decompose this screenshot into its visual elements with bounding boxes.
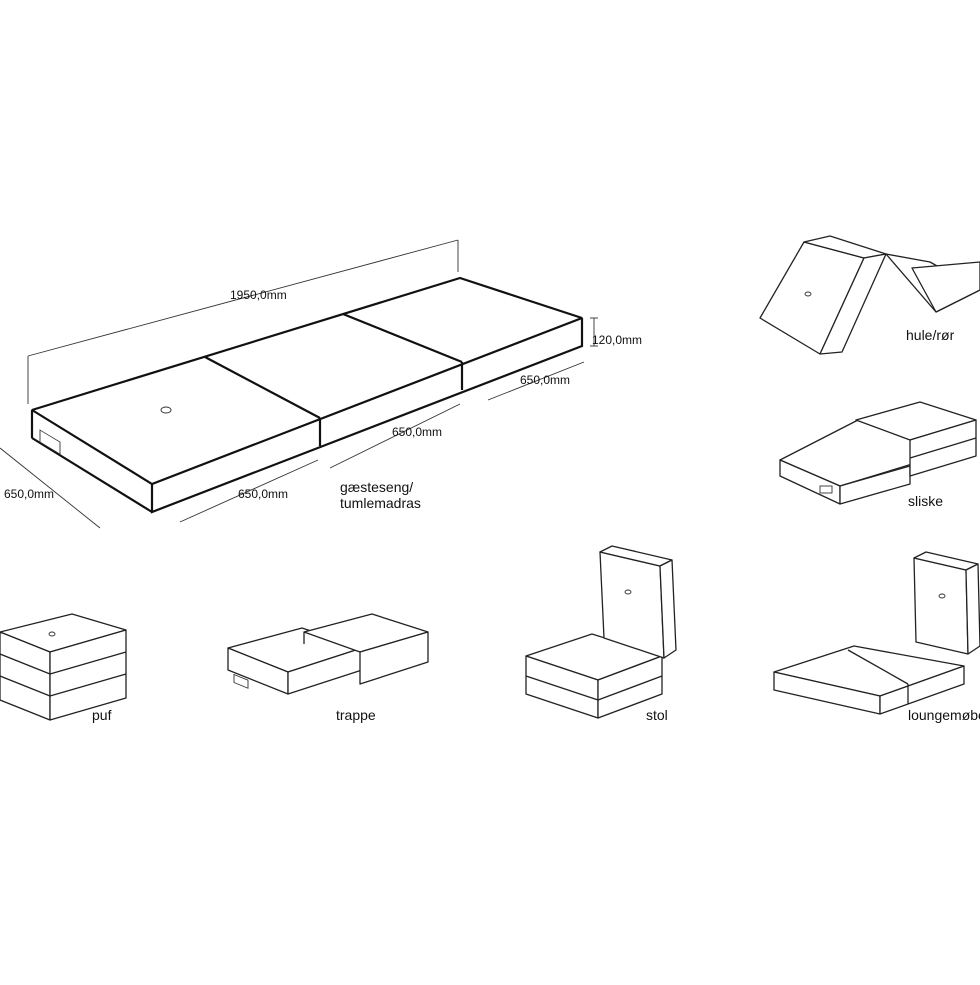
config-hule-ror [759,235,980,355]
label-guest-bed-line2: tumlemadras [340,495,421,511]
dim-section-right: 650,0mm [520,373,570,387]
sliske-side [839,465,911,505]
label-trappe: trappe [336,707,376,723]
label-loungemobel: loungemøbel [908,707,980,723]
dim-length: 1950,0mm [230,288,287,302]
dim-section-middle: 650,0mm [392,425,442,439]
lounge-back-side [965,563,980,655]
handle-icon [39,429,61,455]
section-divider-2 [342,312,463,364]
dim-width: 650,0mm [4,487,54,501]
trappe-handle-icon [233,673,249,689]
stol-logo-icon [624,589,632,595]
mattress-base-edge [31,437,153,513]
puf-logo-icon [48,631,56,637]
stol-seat-side [597,655,663,719]
config-trappe [227,613,429,695]
label-puf: puf [92,707,112,723]
puf-side [49,629,127,721]
label-stol: stol [646,707,668,723]
label-hule-ror: hule/rør [906,327,955,343]
mattress-back-edge [31,276,583,412]
dimension-lines [0,239,598,529]
lounge-side [879,665,965,715]
sliske-handle-icon [819,485,833,494]
stol-back-side [659,559,677,659]
lounge-back-front [913,557,969,655]
label-guest-bed-line1: gæsteseng/ [340,479,413,495]
dim-height: 120,0mm [592,333,642,347]
main-mattress [30,276,584,514]
config-sliske [779,401,977,505]
lounge-logo-icon [938,593,946,599]
config-loungemobel [773,551,980,715]
trappe-upper-side [359,631,429,685]
config-stol [525,545,677,719]
dim-section-front: 650,0mm [238,487,288,501]
hule-panel-right-top [911,261,980,313]
logo-mark-icon [160,406,172,414]
hule-panel-edge [819,253,887,355]
label-sliske: sliske [908,493,943,509]
hule-logo-icon [804,291,812,297]
section-divider-1 [204,356,321,419]
mattress-bottom-edge [150,318,584,514]
config-puf [0,613,127,721]
